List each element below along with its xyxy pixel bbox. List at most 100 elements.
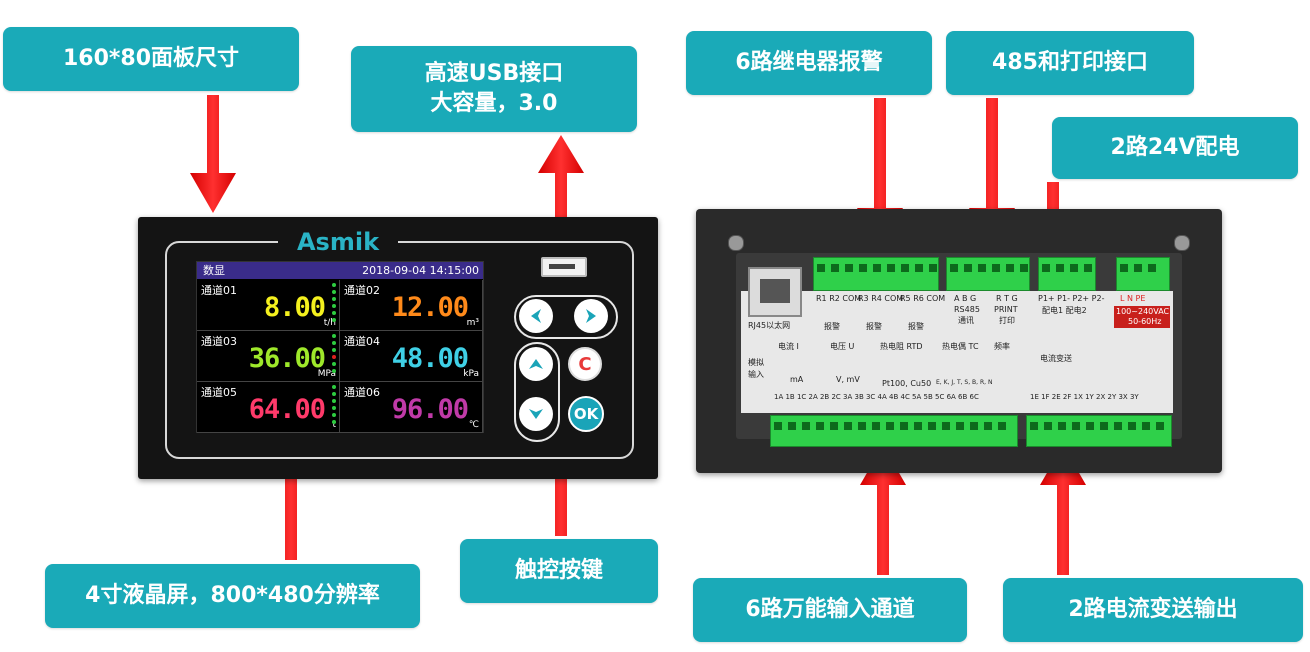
terminal-slot: [915, 264, 923, 272]
lcd-text: 4寸液晶屏，800*480分辨率: [85, 583, 380, 608]
rs485-text: RS485: [954, 305, 980, 314]
arrow-outputs: [1040, 445, 1086, 575]
input-type-tc: 热电偶 TC: [942, 342, 979, 351]
input-type-rtd: 热电阻 RTD: [880, 342, 923, 351]
channel-name: 通道01: [201, 284, 237, 297]
channel-name: 通道05: [201, 386, 237, 399]
rs485-terminal-block[interactable]: [946, 257, 1030, 291]
print-cn: 打印: [999, 316, 1015, 325]
power-terminal-block[interactable]: [1116, 257, 1170, 291]
ok-button-label: OK: [573, 405, 599, 423]
input-type-freq: 频率: [994, 342, 1010, 351]
cancel-button-label: C: [578, 353, 592, 375]
input-terminal-block[interactable]: [770, 415, 1018, 447]
terminal-slot: [1030, 422, 1038, 430]
usb-text-2: 大容量，3.0: [430, 91, 558, 116]
terminal-slot: [774, 422, 782, 430]
terminal-slot: [1042, 264, 1050, 272]
output-terms: 1E 1F 2E 2F 1X 1Y 2X 2Y 3X 3Y: [1030, 393, 1139, 401]
channel-value: 12.00: [391, 292, 469, 323]
screen-header: 数显 2018-09-04 14:15:00: [197, 262, 483, 279]
output-terminal-block[interactable]: [1026, 415, 1172, 447]
inputs-label: 6路万能输入通道: [693, 578, 967, 642]
terminal-slot: [858, 422, 866, 430]
ud-button-group: [514, 342, 560, 442]
terminal-slot: [970, 422, 978, 430]
power24-terminal-block[interactable]: [1038, 257, 1096, 291]
terminal-slot: [901, 264, 909, 272]
cancel-button[interactable]: C: [568, 347, 602, 381]
arrow-inputs: [860, 445, 906, 575]
terminal-slot: [1134, 264, 1142, 272]
terminal-slot: [1044, 422, 1052, 430]
usb-port[interactable]: [541, 257, 587, 277]
print-terms: R T G: [996, 294, 1018, 303]
rj45-label: RJ45以太网: [748, 321, 791, 330]
power-labels: 配电1 配电2: [1042, 306, 1087, 315]
terminal-slot: [788, 422, 796, 430]
terminal-slot: [900, 422, 908, 430]
terminal-slot: [1148, 264, 1156, 272]
relay-text: 6路继电器报警: [735, 50, 883, 75]
screw: [728, 235, 744, 251]
terminal-slot: [830, 422, 838, 430]
unit-vmv: V, mV: [836, 375, 860, 384]
terminal-slot: [942, 422, 950, 430]
channel-name: 通道02: [344, 284, 380, 297]
terminal-slot: [1100, 422, 1108, 430]
channel-unit: MPa: [317, 369, 336, 379]
channel-name: 通道04: [344, 335, 380, 348]
arrow-panel-size: [190, 95, 236, 213]
status-dots: [332, 283, 337, 325]
terminal-slot: [816, 422, 824, 430]
alarm-label: 报警: [866, 322, 882, 331]
down-button[interactable]: [519, 397, 553, 431]
terminal-slot: [802, 422, 810, 430]
channel-unit: m³: [466, 318, 479, 328]
relay-terminal-block[interactable]: [813, 257, 939, 291]
back-panel: RJ45以太网 R1 R2 COM R3 R4 COM R5 R6 COM 报警…: [696, 209, 1222, 473]
right-button[interactable]: [574, 299, 608, 333]
terminal-label-plate: [741, 291, 1173, 413]
channel-unit: t/h: [323, 318, 336, 328]
chevron-right-icon: [586, 309, 596, 323]
channel-value: 8.00: [263, 292, 326, 323]
rs485-terms: A B G: [954, 294, 977, 303]
channel-value: 48.00: [391, 343, 469, 374]
input-type-voltage: 电压 U: [830, 342, 855, 351]
terminal-slot: [914, 422, 922, 430]
status-dots: [332, 385, 337, 427]
outputs-text: 2路电流变送输出: [1068, 597, 1238, 622]
analog-in2: 输入: [748, 370, 764, 379]
inputs-text: 6路万能输入通道: [745, 597, 915, 622]
chevron-up-icon: [529, 359, 543, 369]
power24-text: 2路24V配电: [1110, 135, 1240, 160]
terminal-slot: [1056, 264, 1064, 272]
rj45-port[interactable]: [748, 267, 802, 317]
terminal-slot: [859, 264, 867, 272]
ok-button[interactable]: OK: [568, 396, 604, 432]
relay-terms: R1 R2 COM: [816, 294, 862, 303]
usb-text-1: 高速USB接口: [424, 61, 564, 86]
terminal-slot: [1086, 422, 1094, 430]
outputs-label: 2路电流变送输出: [1003, 578, 1303, 642]
terminal-slot: [998, 422, 1006, 430]
voltage-badge: 100~240VAC 50-60Hz: [1114, 306, 1170, 328]
left-button[interactable]: [519, 299, 553, 333]
front-frame: [165, 241, 634, 459]
voltage-text: 100~240VAC: [1116, 307, 1170, 316]
terminal-slot: [950, 264, 958, 272]
up-button[interactable]: [519, 347, 553, 381]
screen-title: 数显: [203, 264, 225, 277]
terminal-slot: [1084, 264, 1092, 272]
terminal-slot: [992, 264, 1000, 272]
touch-text: 触控按键: [514, 558, 603, 583]
touch-label: 触控按键: [460, 539, 658, 603]
channel-unit: ℃: [468, 420, 479, 430]
terminal-slot: [929, 264, 937, 272]
